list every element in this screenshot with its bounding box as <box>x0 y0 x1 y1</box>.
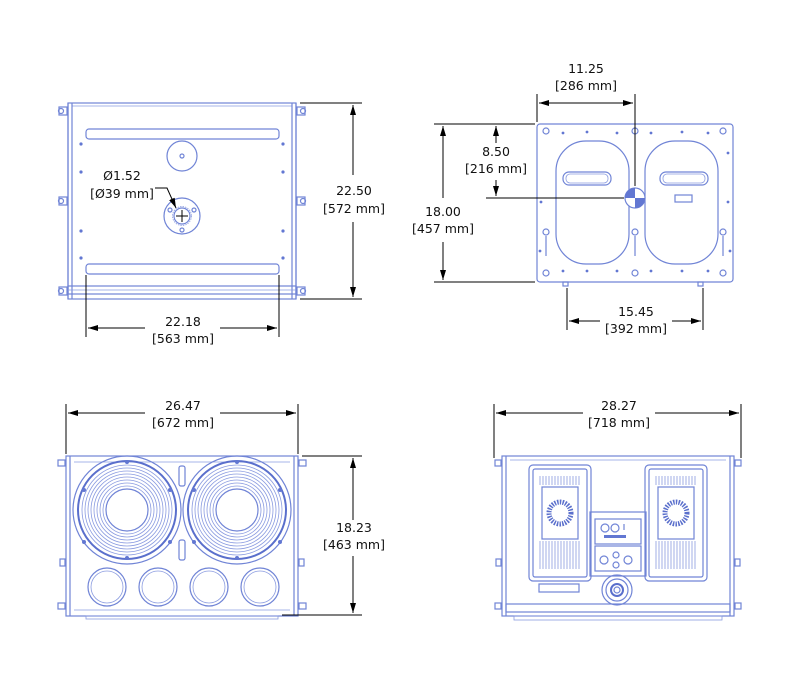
top-width-inches: 22.18 <box>165 314 201 329</box>
pole-cup-dimension: Ø1.52 [Ø39 mm] <box>90 168 177 209</box>
cog-horizontal-inches: 11.25 <box>568 61 604 76</box>
side-view: 11.25 [286 mm] 8.50 [216 mm] 18.00 [457 … <box>412 61 734 336</box>
feet-spacing-dimension: 15.45 [392 mm] <box>566 288 704 336</box>
power-connector <box>601 574 633 606</box>
top-view: Ø1.52 [Ø39 mm] 22.50 [572 mm] 22.18 [563… <box>57 102 385 346</box>
rigging-hardware-left <box>57 106 68 296</box>
front-height-dimension: 18.23 [463 mm] <box>282 455 385 616</box>
front-width-dimension: 26.47 [672 mm] <box>65 398 299 454</box>
top-width-dimension: 22.18 [563 mm] <box>85 275 280 346</box>
amplifier-heatsink-right <box>644 464 708 582</box>
pole-cup-inches: Ø1.52 <box>103 168 141 183</box>
cog-vertical-inches: 8.50 <box>482 144 510 159</box>
rear-rigging <box>494 459 742 610</box>
top-view-enclosure <box>67 102 297 300</box>
side-height-mm: [457 mm] <box>412 221 474 236</box>
bass-ports <box>87 567 280 607</box>
top-depth-inches: 22.50 <box>336 183 372 198</box>
amplifier-heatsink-left <box>528 464 592 582</box>
top-depth-mm: [572 mm] <box>323 201 385 216</box>
front-view: 26.47 [672 mm] 18.23 [463 mm] <box>57 398 385 620</box>
woofer-left <box>72 455 182 565</box>
front-width-inches: 26.47 <box>165 398 201 413</box>
rear-width-inches: 28.27 <box>601 398 637 413</box>
side-height-inches: 18.00 <box>425 204 461 219</box>
front-rigging <box>57 459 307 610</box>
woofer-right <box>182 455 292 565</box>
feet-spacing-inches: 15.45 <box>618 304 654 319</box>
top-width-mm: [563 mm] <box>152 331 214 346</box>
input-panel <box>589 511 647 577</box>
side-view-enclosure <box>536 123 734 287</box>
cog-vertical-mm: [216 mm] <box>465 161 527 176</box>
cog-horizontal-mm: [286 mm] <box>555 78 617 93</box>
front-height-mm: [463 mm] <box>323 537 385 552</box>
front-height-inches: 18.23 <box>336 520 372 535</box>
mounting-holes <box>79 142 285 260</box>
cog-horizontal-dimension: 11.25 [286 mm] <box>536 61 636 186</box>
rear-width-dimension: 28.27 [718 mm] <box>493 398 742 458</box>
top-depth-dimension: 22.50 [572 mm] <box>300 102 385 300</box>
center-of-gravity-icon <box>624 187 646 209</box>
side-fasteners <box>538 127 732 277</box>
rear-view: 28.27 [718 mm] <box>493 398 742 621</box>
pole-cup <box>163 197 201 235</box>
cog-vertical-dimension: 8.50 [216 mm] <box>465 126 624 199</box>
rear-width-mm: [718 mm] <box>588 415 650 430</box>
side-height-dimension: 18.00 [457 mm] <box>412 123 535 283</box>
handle-plate <box>166 140 198 172</box>
rigging-hardware-right <box>296 106 307 296</box>
rear-view-enclosure <box>501 455 735 621</box>
front-view-enclosure <box>65 455 299 620</box>
front-width-mm: [672 mm] <box>152 415 214 430</box>
feet-spacing-mm: [392 mm] <box>605 321 667 336</box>
pole-cup-mm: [Ø39 mm] <box>90 186 154 201</box>
